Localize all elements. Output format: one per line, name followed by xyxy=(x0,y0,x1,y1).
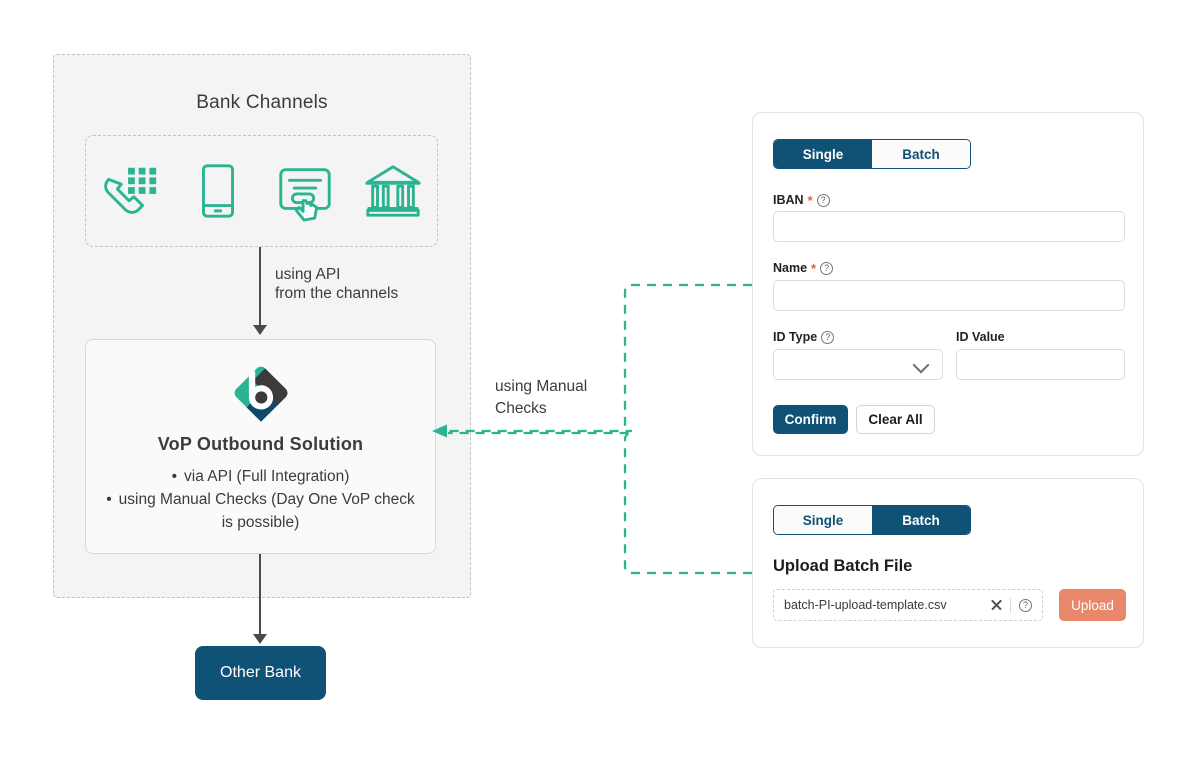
online-banking-icon xyxy=(279,168,332,222)
api-arrow-line xyxy=(259,247,261,329)
name-required-asterisk: * xyxy=(811,260,817,276)
vop-outbound-solution-card: VoP Outbound Solution via API (Full Inte… xyxy=(85,339,436,554)
chip-divider xyxy=(1010,597,1011,613)
single-check-panel: Single Batch IBAN * ? Name * ? ID Type ?… xyxy=(752,112,1144,456)
vop-bullet-item: using Manual Checks (Day One VoP check i… xyxy=(100,488,421,534)
upload-batch-file-title: Upload Batch File xyxy=(773,557,913,575)
iban-required-asterisk: * xyxy=(807,192,813,208)
name-input[interactable] xyxy=(773,280,1125,311)
upload-help-icon[interactable]: ? xyxy=(1019,598,1032,612)
batch-panel-tab-group[interactable]: Single Batch xyxy=(773,505,971,535)
id-type-select[interactable] xyxy=(773,349,943,380)
iban-label-text: IBAN xyxy=(773,193,804,207)
single-panel-tab-group[interactable]: Single Batch xyxy=(773,139,971,169)
selected-file-chip: batch-PI-upload-template.csv ? xyxy=(773,589,1043,621)
id-value-label-text: ID Value xyxy=(956,330,1005,344)
id-type-help-icon[interactable]: ? xyxy=(821,330,835,344)
vop-bullet-item: via API (Full Integration) xyxy=(100,465,421,488)
id-type-label-text: ID Type xyxy=(773,330,818,344)
vop-title: VoP Outbound Solution xyxy=(157,434,364,454)
api-arrow-label-line1: using API xyxy=(275,266,341,283)
name-label: Name * ? xyxy=(773,260,834,276)
vop-bullet-list: via API (Full Integration) using Manual … xyxy=(86,465,435,534)
telephone-banking-icon xyxy=(104,167,157,214)
manual-checks-label-line2: Checks xyxy=(495,400,547,417)
id-value-label: ID Value xyxy=(956,330,1005,344)
tab-single[interactable]: Single xyxy=(774,140,872,168)
manual-checks-label-line1: using Manual xyxy=(495,378,588,395)
other-bank-arrow-line xyxy=(259,554,261,638)
name-label-text: Name xyxy=(773,261,808,275)
iban-input[interactable] xyxy=(773,211,1125,242)
tab-batch[interactable]: Batch xyxy=(872,506,970,534)
clear-file-icon[interactable] xyxy=(990,599,1002,611)
tab-single[interactable]: Single xyxy=(774,506,872,534)
id-type-label: ID Type ? xyxy=(773,330,835,344)
chevron-down-icon xyxy=(912,356,930,374)
batch-upload-panel: Single Batch Upload Batch File batch-PI-… xyxy=(752,478,1144,648)
other-bank-arrow-head xyxy=(253,634,267,644)
bank-channels-title: Bank Channels xyxy=(196,92,328,113)
confirm-button[interactable]: Confirm xyxy=(773,405,848,434)
api-arrow-head xyxy=(253,325,267,335)
selected-file-name: batch-PI-upload-template.csv xyxy=(784,598,947,612)
iban-help-icon[interactable]: ? xyxy=(816,193,830,207)
clear-all-button[interactable]: Clear All xyxy=(856,405,935,434)
iban-label: IBAN * ? xyxy=(773,193,830,207)
bank-channels-icon-row xyxy=(85,135,438,247)
mobile-banking-icon xyxy=(201,164,234,218)
vop-brand-logo xyxy=(234,366,287,422)
other-bank-node: Other Bank xyxy=(195,646,326,700)
manual-checks-label: using Manual Checks xyxy=(495,376,587,420)
api-arrow-label-line2: from the channels xyxy=(275,285,399,302)
tab-batch[interactable]: Batch xyxy=(872,140,970,168)
api-arrow-label: using API from the channels xyxy=(275,265,398,303)
upload-button[interactable]: Upload xyxy=(1059,589,1126,621)
id-value-input[interactable] xyxy=(956,349,1125,380)
name-help-icon[interactable]: ? xyxy=(820,261,834,275)
branch-banking-icon xyxy=(365,165,421,217)
